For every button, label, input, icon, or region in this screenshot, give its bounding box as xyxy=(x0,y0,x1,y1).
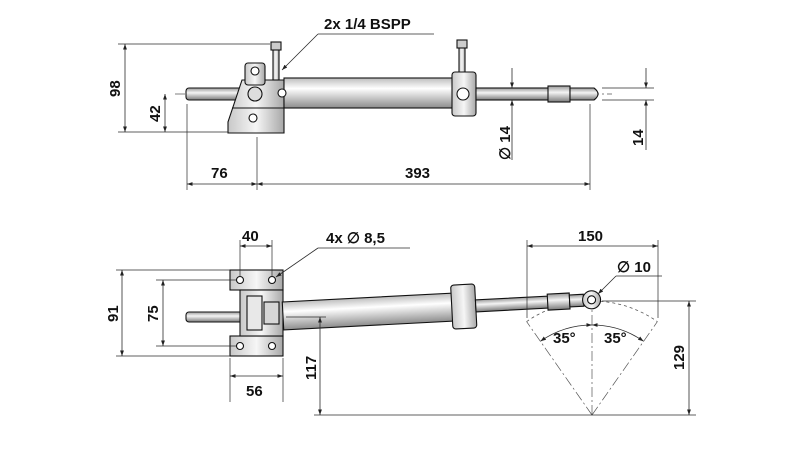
dim-56-label: 56 xyxy=(246,383,263,400)
hole-callout-leader xyxy=(275,247,319,278)
top-cylinder-body xyxy=(283,77,455,109)
top-clevis-pin xyxy=(250,66,260,76)
angle-right-arc xyxy=(591,323,644,342)
top-right-port-head xyxy=(456,39,468,49)
port-callout-leader xyxy=(281,33,319,71)
dim-76-label: 76 xyxy=(211,165,228,182)
swing-arc xyxy=(526,300,658,322)
bottom-cylinder-assembly xyxy=(281,283,602,331)
plate-hole xyxy=(235,275,245,285)
top-bracket-hole xyxy=(248,113,258,123)
bottom-pivot-bearing xyxy=(263,301,280,325)
top-rod-thread xyxy=(547,85,571,103)
angle-left-arc xyxy=(540,323,593,342)
top-left-port-head xyxy=(270,41,282,51)
dim-rod-dia-label: ∅ 14 xyxy=(497,125,514,160)
plate-hole xyxy=(235,341,245,351)
top-end-cap-port xyxy=(277,88,287,98)
bottom-pivot-inner xyxy=(246,295,263,331)
dim-75-label: 75 xyxy=(145,305,162,322)
bottom-rod-eye-bore xyxy=(587,295,597,305)
dim-98-label: 98 xyxy=(107,80,124,97)
bottom-right-rod xyxy=(474,295,551,313)
angle-left-label: 35° xyxy=(553,330,576,347)
top-right-clamp-hole xyxy=(456,87,470,101)
dim-129-label: 129 xyxy=(671,345,688,370)
bottom-cylinder-body xyxy=(281,292,457,331)
dim-393-label: 393 xyxy=(405,165,430,182)
top-bracket-bore xyxy=(247,86,263,102)
port-callout-label: 2x 1/4 BSPP xyxy=(324,16,411,33)
bottom-rod-end-neck xyxy=(568,293,585,308)
angle-right-label: 35° xyxy=(604,330,627,347)
bottom-rod-thread xyxy=(546,292,571,311)
dim-40-label: 40 xyxy=(242,228,259,245)
plate-hole xyxy=(267,341,277,351)
dim-150-label: 150 xyxy=(578,228,603,245)
top-rod-eye xyxy=(569,87,599,101)
swing-right-limit xyxy=(591,321,658,416)
hole-callout-label: 4x ∅ 8,5 xyxy=(326,230,385,247)
eye-callout-leader xyxy=(597,275,617,295)
eye-callout-label: ∅ 10 xyxy=(617,259,651,276)
top-view: 2x 1/4 BSPP 98 42 76 393 ∅ 14 14 xyxy=(107,16,654,190)
top-right-rod xyxy=(475,87,551,101)
dim-117-label: 117 xyxy=(303,356,320,380)
dim-42-label: 42 xyxy=(147,105,164,122)
dim-14-label: 14 xyxy=(630,129,647,146)
bottom-right-clamp xyxy=(450,283,478,330)
bottom-left-rod xyxy=(185,311,247,323)
bottom-view: 35° 35° 40 4x ∅ 8,5 xyxy=(105,228,696,416)
swing-left-limit xyxy=(526,321,593,416)
plate-hole xyxy=(267,275,277,285)
dim-91-label: 91 xyxy=(105,305,122,322)
